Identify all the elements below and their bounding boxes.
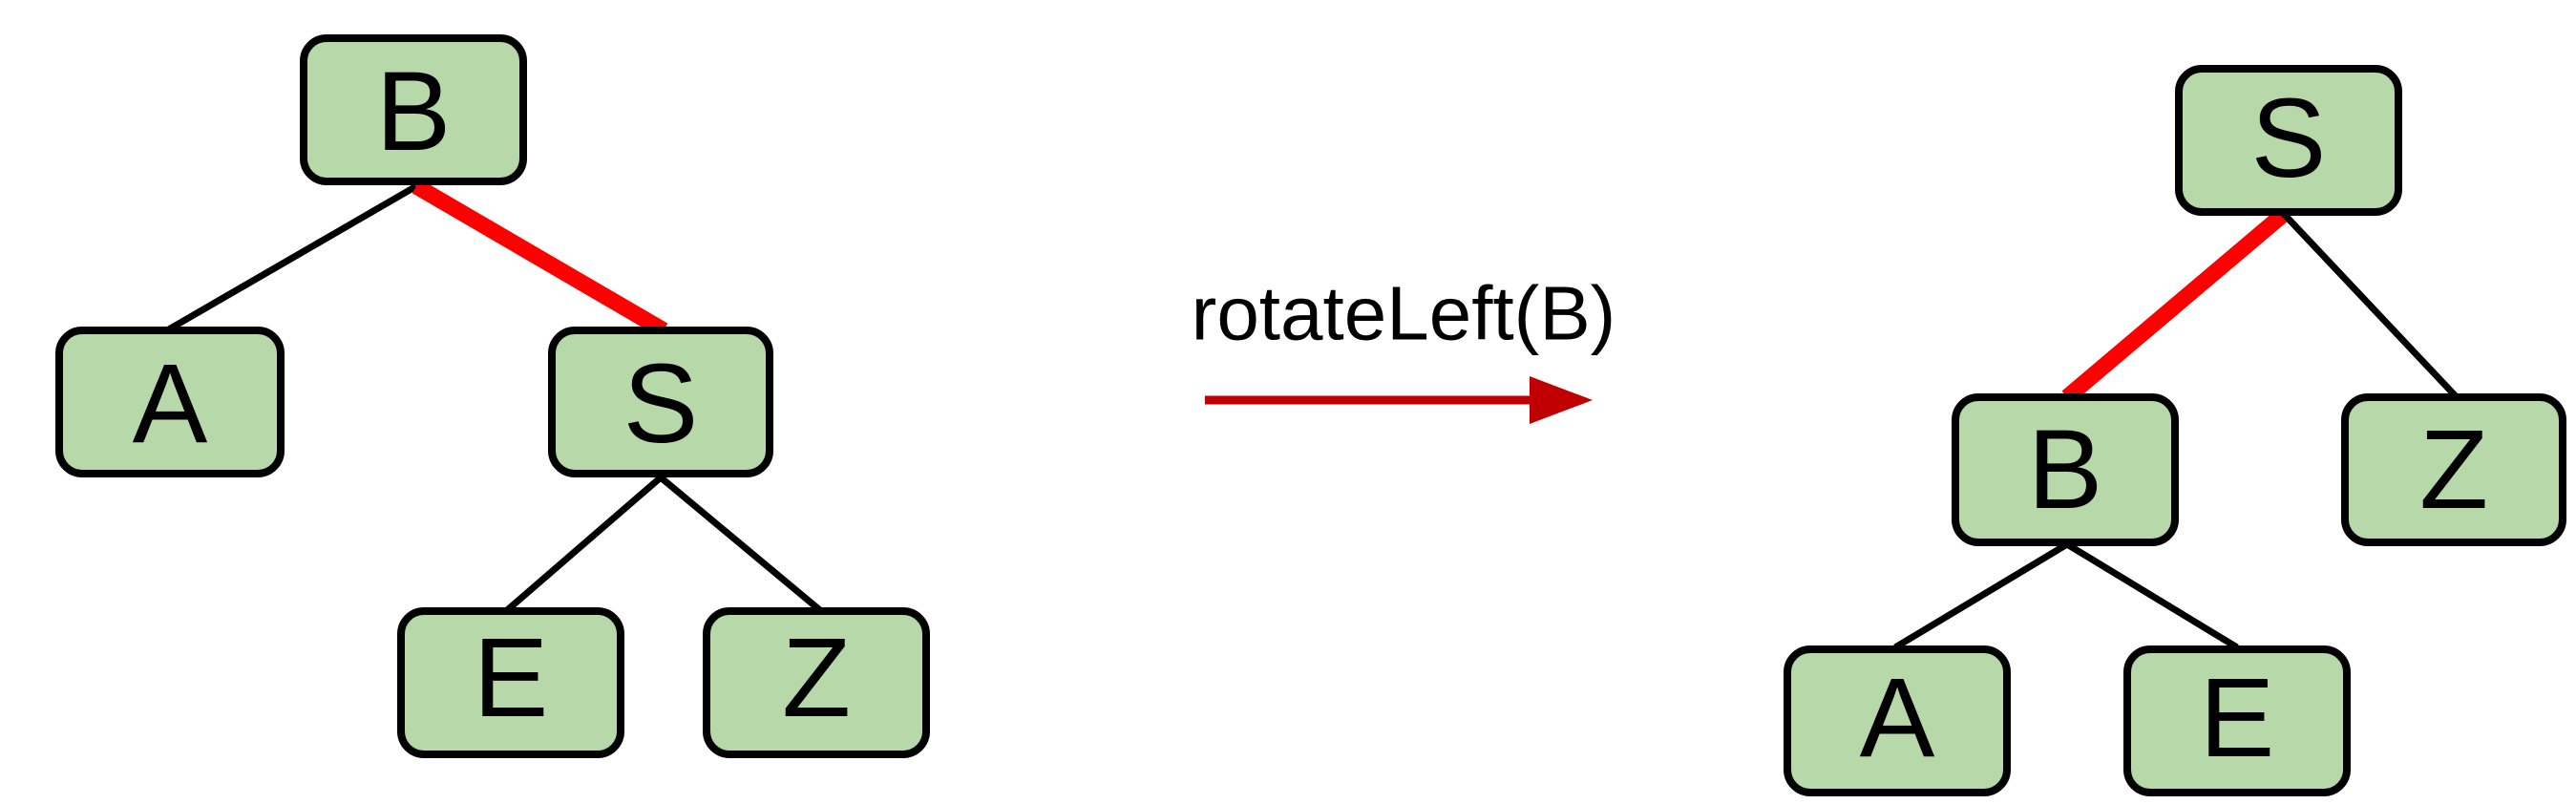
after-edge-b-a [1893, 540, 2069, 651]
before-node-e-label: E [474, 615, 549, 741]
after-node-b: B [1952, 393, 2179, 546]
arrow-head [1530, 376, 1593, 424]
after-node-a-label: A [1860, 655, 1935, 781]
after-tree: S B Z A E [1784, 65, 2566, 796]
before-tree: B A S E Z [55, 34, 930, 758]
after-edge-s-z [2281, 211, 2460, 400]
after-node-s-label: S [2251, 75, 2327, 201]
before-node-b: B [300, 34, 527, 185]
before-edge-s-z [658, 475, 824, 614]
operation: rotateLeft(B) [1192, 271, 1616, 424]
after-node-b-label: B [2028, 407, 2103, 533]
after-edge-b-e [2065, 541, 2239, 650]
before-node-a: A [55, 327, 285, 477]
before-node-e: E [397, 607, 624, 758]
before-node-z: Z [703, 607, 930, 758]
before-node-s: S [548, 327, 773, 477]
right-arrow-icon [1205, 376, 1593, 424]
before-node-s-label: S [623, 341, 699, 467]
operation-label: rotateLeft(B) [1192, 271, 1616, 356]
before-edge-b-a [165, 182, 418, 334]
before-node-b-label: B [376, 49, 452, 175]
before-node-z-label: Z [782, 615, 851, 741]
after-edge-s-b-highlight [2061, 207, 2290, 404]
after-node-e-label: E [2200, 655, 2275, 781]
after-node-z-label: Z [2419, 407, 2488, 533]
after-node-s: S [2175, 65, 2402, 216]
before-edge-s-e [503, 475, 664, 614]
before-node-a-label: A [133, 341, 208, 467]
before-edge-b-s-highlight [412, 179, 668, 338]
after-node-e: E [2123, 645, 2351, 796]
after-node-a: A [1784, 645, 2011, 796]
after-node-z: Z [2341, 393, 2566, 546]
